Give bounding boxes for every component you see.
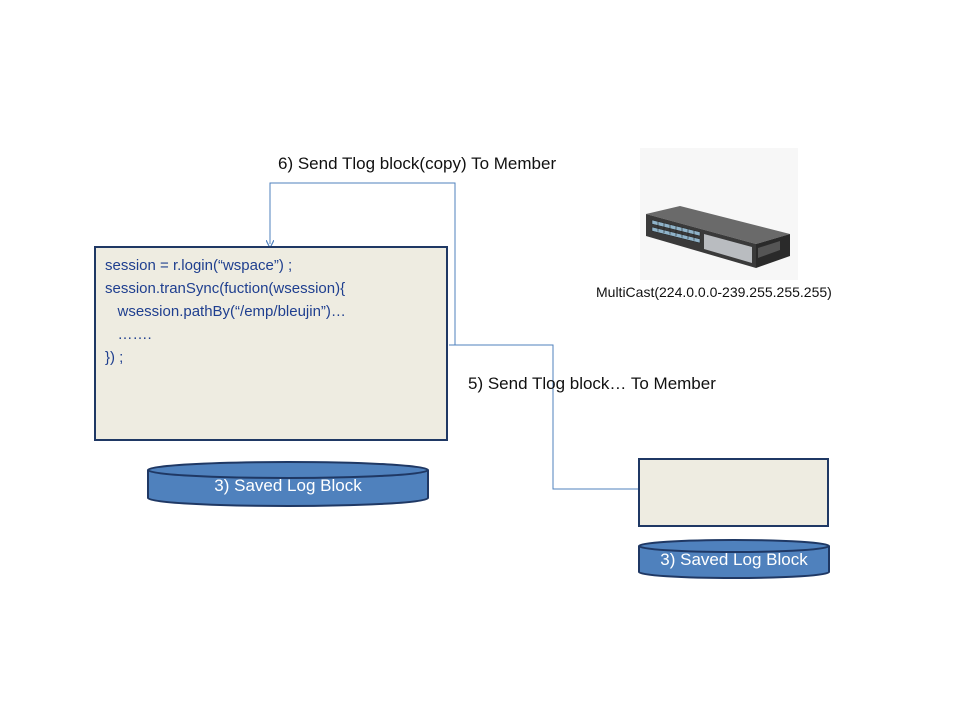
multicast-label: MultiCast(224.0.0.0-239.255.255.255) xyxy=(596,284,832,300)
member-disk-cylinder xyxy=(638,539,830,579)
send-block-connector xyxy=(449,344,638,490)
code-line: session = r.login(“wspace”) ; xyxy=(105,257,293,274)
local-disk-label: 3) Saved Log Block xyxy=(214,476,362,495)
member-box xyxy=(638,458,829,527)
send-copy-label: 6) Send Tlog block(copy) To Member xyxy=(278,154,557,173)
local-disk-cylinder xyxy=(147,461,429,507)
send-block-label: 5) Send Tlog block… To Member xyxy=(468,374,716,393)
member-disk-label: 3) Saved Log Block xyxy=(660,550,808,569)
code-line: ……. xyxy=(105,326,152,343)
code-box: session = r.login(“wspace”) ; session.tr… xyxy=(94,246,448,441)
code-line: }) ; xyxy=(105,349,124,366)
send-copy-connector xyxy=(270,182,456,345)
code-line: wsession.pathBy(“/emp/bleujin”)… xyxy=(105,303,346,320)
code-line: session.tranSync(fuction(wsession){ xyxy=(105,280,346,297)
network-switch-icon xyxy=(640,148,798,280)
